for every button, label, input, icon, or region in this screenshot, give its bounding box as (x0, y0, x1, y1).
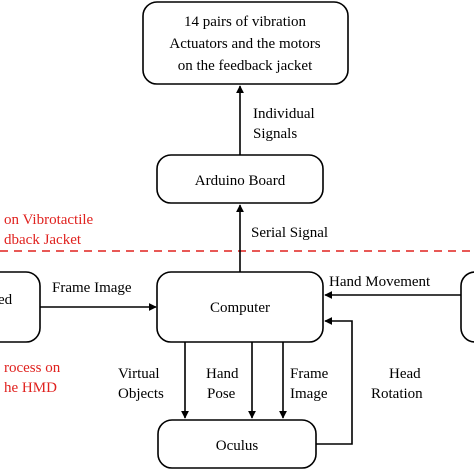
label-frame-image-down-1: Frame (290, 366, 329, 382)
label-individual-signals-1: Individual (253, 106, 315, 122)
label-hand-pose-1: Hand (206, 366, 239, 382)
svg-text:Actuators and the motors: Actuators and the motors (169, 36, 320, 52)
label-virtual-objects-2: Objects (118, 386, 164, 402)
node-arduino-board: Arduino Board (156, 154, 324, 204)
label-head-rotation-1: Head (389, 366, 421, 382)
edge-head-rotation (316, 317, 353, 445)
node-right-partial (460, 271, 474, 343)
svg-text:Arduino Board: Arduino Board (195, 173, 286, 189)
svg-text:14 pairs of vibration: 14 pairs of vibration (184, 14, 307, 30)
region-label-top-2: dback Jacket (4, 232, 82, 248)
svg-text:Computer: Computer (210, 300, 270, 316)
label-virtual-objects-1: Virtual (118, 366, 160, 382)
svg-text:on the feedback jacket: on the feedback jacket (178, 58, 313, 74)
svg-text:Oculus: Oculus (216, 438, 259, 454)
region-label-bottom-1: rocess on (4, 360, 61, 376)
label-serial-signal: Serial Signal (251, 225, 328, 241)
label-head-rotation-2: Rotation (371, 386, 423, 402)
node-left-partial: ed (0, 271, 41, 343)
node-feedback-jacket: 14 pairs of vibration Actuators and the … (142, 1, 349, 85)
label-frame-image-down-2: Image (290, 386, 328, 402)
svg-text:ed: ed (0, 292, 13, 308)
label-hand-pose-2: Pose (207, 386, 236, 402)
node-oculus: Oculus (157, 419, 317, 469)
label-individual-signals-2: Signals (253, 126, 297, 142)
label-hand-movement: Hand Movement (329, 274, 431, 290)
label-frame-image-in: Frame Image (52, 280, 132, 296)
node-computer: Computer (156, 271, 324, 343)
region-label-bottom-2: he HMD (4, 380, 57, 396)
region-label-top-1: on Vibrotactile (4, 212, 94, 228)
